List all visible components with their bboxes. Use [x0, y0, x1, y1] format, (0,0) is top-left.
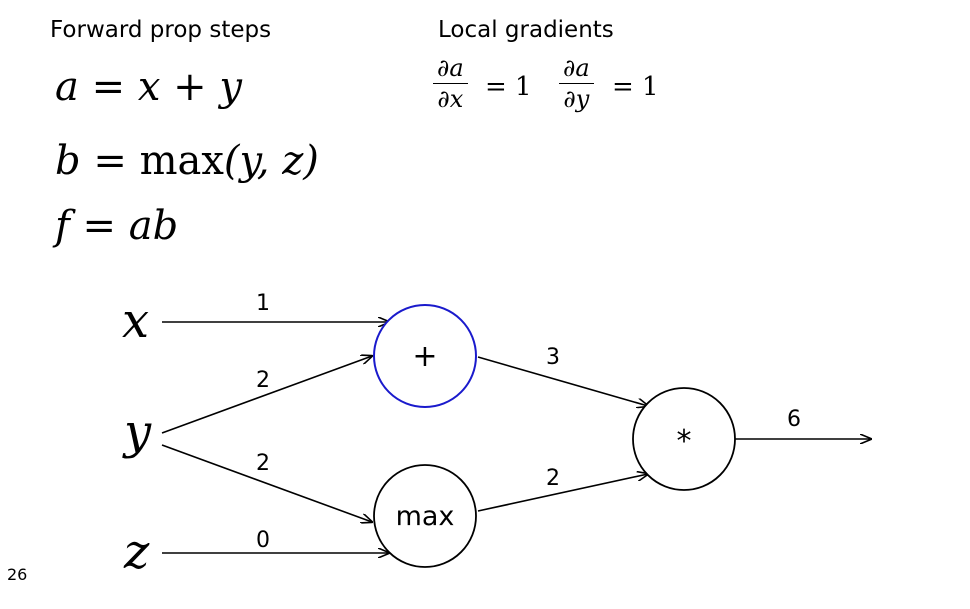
max-node-label: max	[396, 501, 455, 532]
multiply-node-label: *	[677, 424, 692, 459]
gradient-da-dy-denominator: ∂y	[563, 85, 590, 113]
equation-a-lhs: a	[55, 64, 79, 110]
local-gradients-heading: Local gradients	[438, 17, 614, 43]
equation-b: b = max(y, z)	[55, 138, 319, 184]
gradient-da-dx-value: = 1	[485, 72, 532, 102]
input-x-label: x	[122, 293, 149, 349]
gradient-da-dy-value: = 1	[612, 72, 659, 102]
add-node	[373, 304, 477, 408]
equation-f-rhs: ab	[128, 203, 179, 249]
multiply-node	[632, 387, 736, 491]
edge-value-x-add: 1	[256, 291, 270, 316]
edge-y-to-max	[161, 444, 372, 522]
equation-a-eq: =	[91, 64, 126, 110]
equation-f: f = ab	[55, 203, 178, 249]
gradient-da-dy-numerator: ∂a	[559, 53, 594, 84]
edge-y-to-add	[161, 356, 372, 434]
equation-a: a = x + y	[55, 64, 242, 110]
edge-value-y-add: 2	[256, 368, 270, 393]
edge-value-add-mul: 3	[546, 345, 560, 370]
input-z-label: z	[123, 524, 150, 580]
equation-b-func: max	[139, 138, 224, 184]
equation-a-rhs: x + y	[137, 64, 242, 110]
gradient-da-dx-denominator: ∂x	[437, 85, 464, 113]
edge-value-y-max: 2	[256, 451, 270, 476]
equation-b-eq: =	[93, 138, 127, 184]
forward-prop-heading: Forward prop steps	[50, 17, 272, 43]
add-node-label: +	[412, 339, 437, 374]
equation-f-eq: =	[82, 203, 117, 249]
gradient-da-dx-numerator: ∂a	[433, 53, 468, 84]
edge-value-max-mul: 2	[546, 466, 560, 491]
input-y-label: y	[122, 404, 152, 460]
gradient-da-dx: ∂a ∂x	[433, 53, 468, 114]
gradient-da-dy: ∂a ∂y	[559, 53, 594, 114]
edge-add-to-mul	[477, 356, 648, 406]
edge-value-z-max: 0	[256, 528, 270, 553]
slide-number: 26	[7, 565, 28, 584]
equation-f-lhs: f	[55, 203, 70, 249]
equation-b-lhs: b	[55, 138, 81, 184]
edge-max-to-mul	[477, 474, 648, 512]
max-node	[373, 464, 477, 568]
edge-value-output: 6	[787, 407, 801, 432]
equation-b-args: (y, z)	[223, 138, 319, 184]
